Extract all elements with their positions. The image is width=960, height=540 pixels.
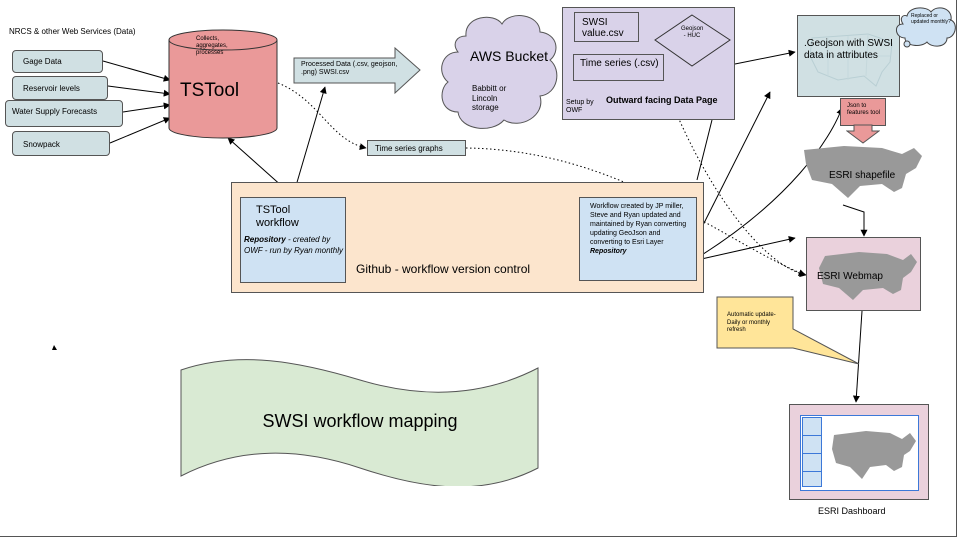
- line-workflow-to-outward: [696, 119, 713, 181]
- tstool-workflow-title: TSTool workflow: [256, 204, 299, 229]
- source-forecasts-label: Water Supply Forecasts: [12, 107, 98, 116]
- source-gage-data: Gage Data: [12, 50, 103, 73]
- arrow-gage-to-tstool: [102, 60, 171, 82]
- outward-setup-label: Setup by OWF: [566, 99, 594, 115]
- tstool-workflow-box: TSTool workflow Repository - created by …: [240, 197, 346, 283]
- webmap-box: [806, 237, 921, 311]
- title-banner: [180, 359, 539, 486]
- esri-workflow-text: Workflow created by JP miller, Steve and…: [590, 203, 687, 247]
- tstool-workflow-desc: Repository - created by OWF - run by Rya…: [244, 235, 343, 256]
- replaced-note-cloud: [896, 7, 956, 48]
- outward-page-label: Outward facing Data Page: [606, 95, 718, 105]
- time-series-csv-label: Time series (.csv): [580, 58, 659, 69]
- webmap-usa-map: [819, 252, 917, 300]
- tstool-cylinder: [168, 29, 278, 139]
- shapefile-label: ESRI shapefile: [829, 170, 896, 181]
- swsi-value-csv-label: SWSI value.csv: [582, 17, 624, 39]
- auto-update-callout: [716, 296, 860, 365]
- auto-update-label: Automatic update- Daily or monthly refre…: [727, 312, 776, 333]
- arrow-workflow-to-webmap: [696, 235, 796, 261]
- esri-workflow-box: Workflow created by JP miller, Steve and…: [579, 197, 697, 281]
- source-gage-label: Gage Data: [23, 57, 62, 66]
- json-to-features-box: Json to features tool: [840, 98, 886, 126]
- sources-header: NRCS & other Web Services (Data): [9, 27, 136, 36]
- geojson-swsi-label: .Geojson with SWSI data in attributes: [804, 38, 893, 61]
- arrow-shapefile-to-webmap: [842, 204, 868, 237]
- swsi-value-csv-box: SWSI value.csv: [574, 12, 639, 42]
- dashboard-usa-map: [832, 431, 916, 479]
- source-snowpack-label: Snowpack: [23, 140, 60, 149]
- arrow-reservoir-to-tstool: [107, 85, 171, 97]
- source-snowpack: Snowpack: [12, 131, 110, 156]
- json-to-features-label: Json to features tool: [847, 103, 881, 117]
- tstool-label: TSTool: [180, 80, 240, 101]
- dashboard-sidebar: [802, 417, 822, 487]
- aws-bucket-cloud: [441, 15, 558, 129]
- usa-outline-map: [809, 33, 893, 87]
- tstool-repo-bold: Repository: [244, 235, 286, 245]
- source-water-supply-forecasts: Water Supply Forecasts: [5, 100, 123, 127]
- arrow-workflow-to-geojson-box: [696, 91, 771, 238]
- esri-workflow-repo: Repository: [590, 248, 627, 256]
- arrow-webmap-to-dashboard: [852, 310, 863, 403]
- dashboard-box: [789, 404, 929, 500]
- tstool-repo-rest: - created by OWF - run by Ryan monthly: [244, 235, 343, 255]
- webmap-label: ESRI Webmap: [817, 271, 883, 282]
- arrow-outward-to-geojson-box: [734, 49, 796, 65]
- time-series-graphs-box: Time series graphs: [367, 140, 466, 156]
- time-series-graphs-label: Time series graphs: [375, 144, 443, 153]
- replaced-note-label: Replaced or updated monthly?: [911, 13, 951, 25]
- processed-data-label: Processed Data (.csv, geojson, .png) SWS…: [301, 61, 398, 77]
- arrow-workflow-to-processed: [292, 86, 327, 197]
- source-reservoir-label: Reservoir levels: [23, 84, 80, 93]
- dashboard-label: ESRI Dashboard: [818, 506, 886, 516]
- github-label: Github - workflow version control: [356, 262, 531, 276]
- geojson-huc-label: Geojson - HUC: [681, 26, 704, 40]
- processed-data-arrow: [293, 46, 421, 95]
- geojson-swsi-box: [797, 15, 900, 97]
- arrow-workflow-to-json-tool: [696, 107, 844, 259]
- arrow-snowpack-to-tstool: [109, 117, 171, 144]
- page-title: SWSI workflow mapping: [262, 411, 458, 431]
- aws-title: AWS Bucket: [470, 48, 549, 64]
- aws-sub: Babbitt or Lincoln storage: [472, 84, 507, 113]
- json-tool-down-arrow: [846, 124, 880, 144]
- source-reservoir-levels: Reservoir levels: [12, 76, 108, 100]
- time-series-csv-box: Time series (.csv): [573, 54, 664, 81]
- stray-mark: [52, 345, 57, 350]
- geojson-huc-diamond: [654, 14, 731, 67]
- arrow-forecasts-to-tstool: [122, 102, 171, 113]
- tstool-note: Collects, aggregates, processes: [196, 36, 228, 57]
- shapefile-usa-map: [804, 146, 922, 198]
